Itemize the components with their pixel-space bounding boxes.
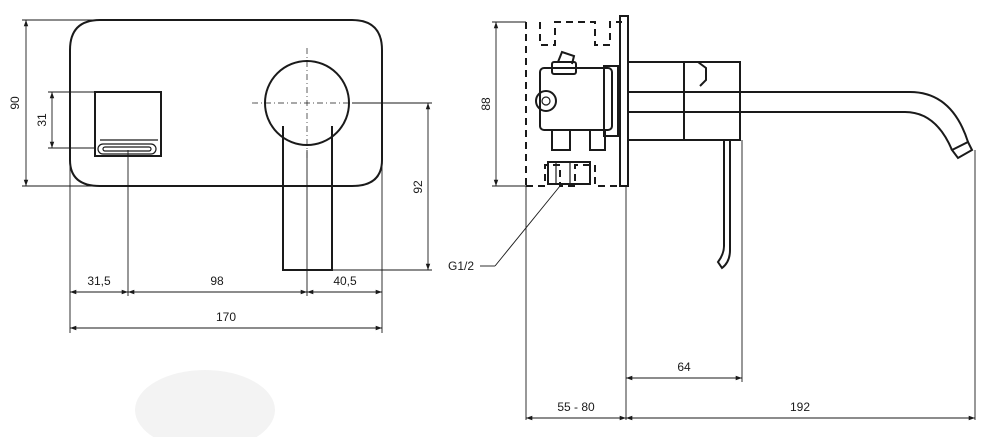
side-view: G1/2 88 64 55 - 80 192: [448, 15, 976, 421]
valve-coupling: [603, 65, 619, 137]
dim-label-left-offset: 31,5: [87, 274, 111, 288]
dim-label-lever-offset: 64: [677, 360, 691, 374]
valve-port-inner: [541, 96, 551, 106]
mixer-head-outline: [684, 61, 741, 141]
spout-outlet: [950, 140, 974, 160]
side-wall-plate: [619, 15, 629, 187]
valve-top-nut: [557, 50, 576, 65]
thread-label: G1/2: [448, 259, 474, 273]
dim-label-center-span: 98: [210, 274, 224, 288]
dim-label-handle-height: 31: [35, 113, 49, 127]
mixer-head-detail: [697, 61, 707, 87]
handle-slot-outer: [97, 143, 157, 155]
valve-bottom-leg: [589, 130, 606, 151]
spout-pipe-bottom: [628, 111, 953, 151]
dim-label-right-offset: 40,5: [333, 274, 357, 288]
dim-label-spout-reach: 192: [790, 400, 810, 414]
dim-label-spout-drop: 92: [411, 180, 425, 194]
dim-label-wall-depth: 55 - 80: [557, 400, 595, 414]
valve-body-outline: [539, 67, 613, 131]
spout-pipe-top: [628, 91, 969, 143]
lever-outline: [716, 66, 741, 270]
wall-plate-outline: [69, 19, 383, 187]
dim-label-total-width: 170: [216, 310, 236, 324]
valve-bottom-stem: [551, 129, 571, 151]
valve-port-outer: [535, 90, 557, 112]
wall-box-bottom-dashed: [526, 164, 620, 187]
thread-connector: [547, 161, 591, 185]
thread-leader-line: [494, 185, 561, 267]
valve-top-cap: [551, 61, 577, 75]
wall-box-top-dashed: [539, 21, 622, 46]
dim-label-height-total: 90: [8, 96, 22, 110]
watermark-glow: [135, 370, 275, 437]
dim-label-box-height: 88: [479, 97, 493, 111]
spout-front-outline: [282, 126, 333, 271]
front-view: 90 31 92 31,5 98 40,5 170: [8, 19, 432, 333]
handle-slot-inner: [102, 146, 152, 152]
spout-base-block: [627, 61, 685, 141]
